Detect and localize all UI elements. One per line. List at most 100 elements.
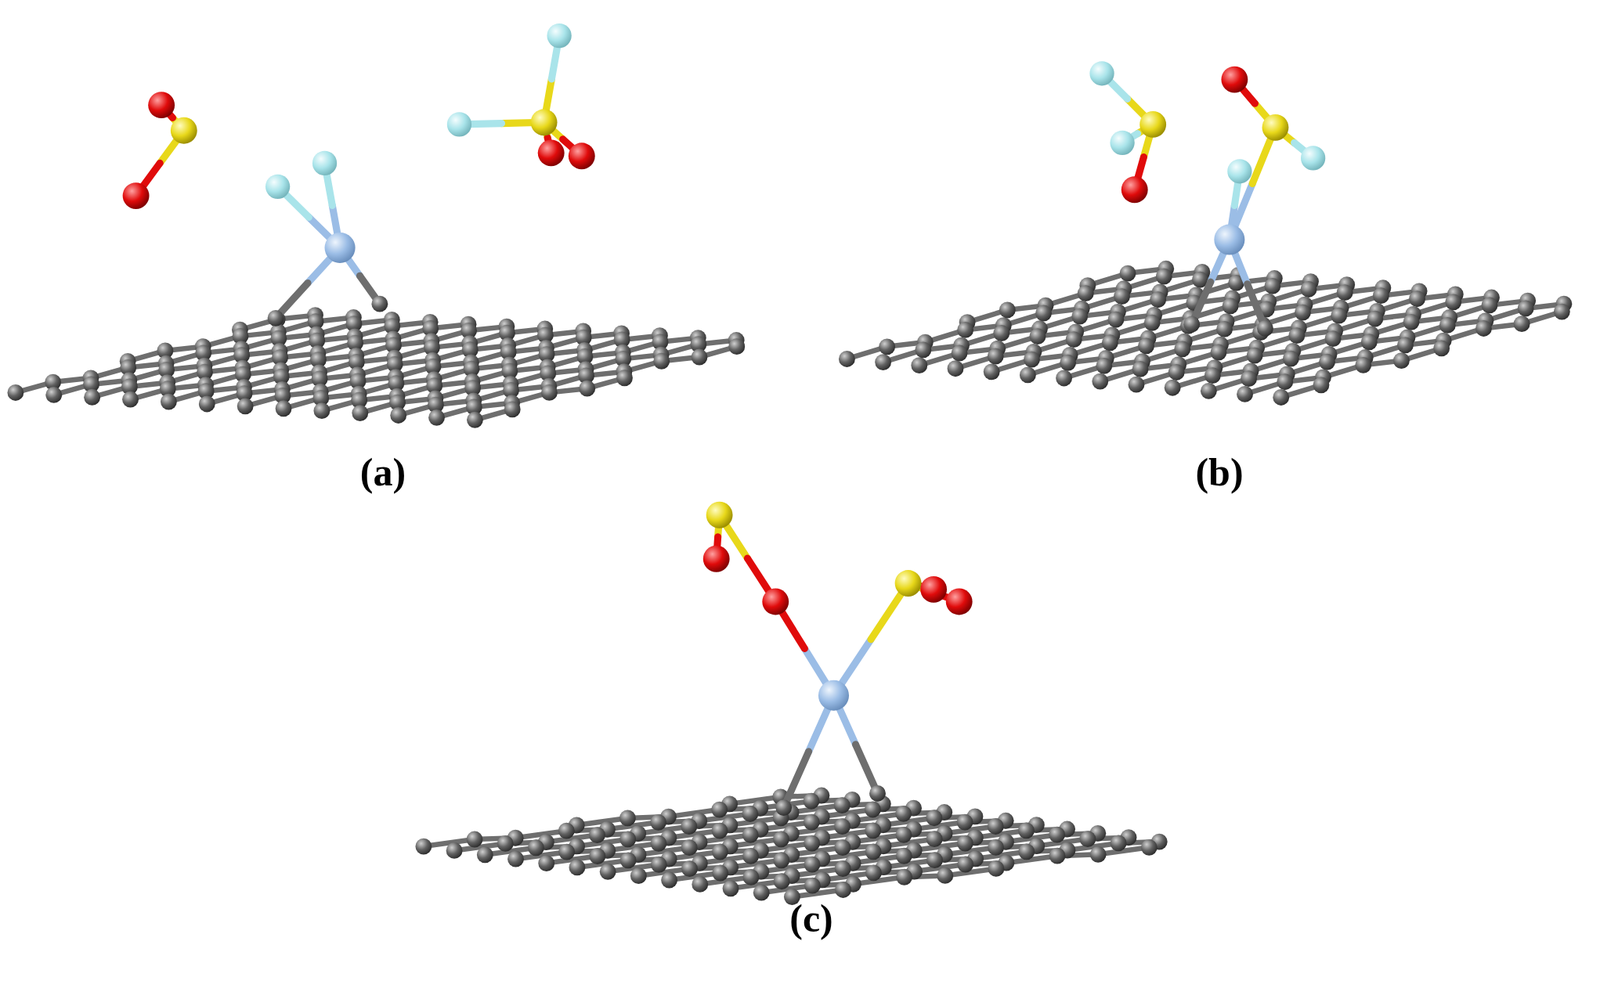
atom: [691, 876, 708, 893]
atom: [1023, 351, 1041, 369]
atom: [895, 570, 922, 597]
atom: [1325, 330, 1342, 347]
atom: [7, 384, 24, 401]
atom: [1213, 224, 1245, 256]
atom: [1109, 130, 1135, 156]
atom: [1035, 305, 1052, 322]
atom: [1216, 321, 1233, 338]
atom: [415, 838, 432, 856]
atom: [1077, 285, 1095, 302]
atom: [957, 321, 974, 339]
atom: [703, 545, 730, 573]
atom: [466, 831, 484, 849]
atom: [619, 831, 636, 849]
atom: [772, 830, 790, 848]
atom: [804, 877, 821, 895]
atom: [1183, 316, 1200, 333]
atom: [1101, 334, 1119, 351]
atom: [599, 863, 617, 881]
atom: [1513, 315, 1531, 333]
atom: [947, 360, 965, 377]
atom: [838, 350, 856, 368]
atom: [920, 576, 947, 604]
atom: [588, 827, 606, 844]
atom: [925, 809, 943, 827]
atom: [588, 848, 606, 865]
atom: [803, 835, 820, 853]
atom: [650, 835, 668, 853]
atom: [497, 835, 514, 853]
atom: [1246, 347, 1264, 365]
atom: [895, 848, 913, 865]
graphene-sheet: [7, 306, 745, 428]
molecule: [122, 91, 198, 210]
atom: [619, 810, 636, 828]
atom: [1108, 311, 1125, 329]
molecule: [1183, 66, 1326, 337]
atom: [987, 860, 1005, 878]
atom: [1313, 376, 1330, 394]
atom: [1091, 373, 1109, 391]
atom: [1256, 320, 1274, 337]
atom: [864, 823, 882, 840]
atom: [1393, 352, 1410, 369]
atom: [742, 869, 759, 886]
atom: [1294, 304, 1312, 322]
atom: [198, 396, 216, 413]
atom: [371, 296, 388, 313]
atom: [170, 117, 198, 145]
atom: [804, 856, 821, 874]
atom: [775, 799, 792, 817]
atom: [1262, 114, 1290, 141]
atom: [1029, 328, 1047, 345]
atom: [1372, 287, 1390, 304]
atom: [910, 357, 928, 374]
atom: [711, 844, 729, 861]
atom: [895, 827, 913, 844]
bond: [783, 751, 810, 809]
atom: [1059, 354, 1077, 372]
atom: [1200, 382, 1218, 400]
panel-label: (b): [1195, 451, 1243, 495]
atom: [1065, 331, 1083, 348]
atom: [681, 839, 698, 856]
atom: [834, 818, 851, 835]
molecule: [1089, 61, 1167, 203]
atom: [265, 174, 290, 199]
atom: [1055, 370, 1073, 387]
atom: [834, 860, 852, 878]
atom: [1128, 376, 1145, 394]
atom: [1475, 320, 1492, 337]
atom: [1481, 296, 1499, 314]
atom: [1113, 288, 1131, 305]
atom: [546, 23, 571, 48]
atom: [1079, 830, 1096, 848]
atom: [1144, 314, 1161, 332]
atom: [446, 842, 463, 860]
atom: [869, 785, 886, 802]
atom: [1048, 827, 1066, 844]
atom: [122, 391, 139, 409]
atom: [874, 353, 892, 371]
atom: [312, 151, 337, 176]
atom: [1164, 379, 1182, 397]
atom: [1071, 308, 1088, 326]
atom: [325, 232, 356, 264]
atom: [741, 805, 759, 823]
atom: [1018, 843, 1035, 860]
atom: [936, 867, 954, 885]
atom: [1222, 297, 1239, 315]
atom: [691, 349, 708, 366]
atom: [160, 393, 177, 411]
atom: [722, 880, 740, 897]
atom: [711, 865, 729, 882]
atom: [1517, 300, 1535, 318]
atom: [466, 411, 484, 429]
atom: [1408, 290, 1426, 307]
atom: [1210, 344, 1228, 362]
atom: [1121, 176, 1149, 203]
atom: [1089, 61, 1114, 86]
atom: [653, 353, 670, 370]
